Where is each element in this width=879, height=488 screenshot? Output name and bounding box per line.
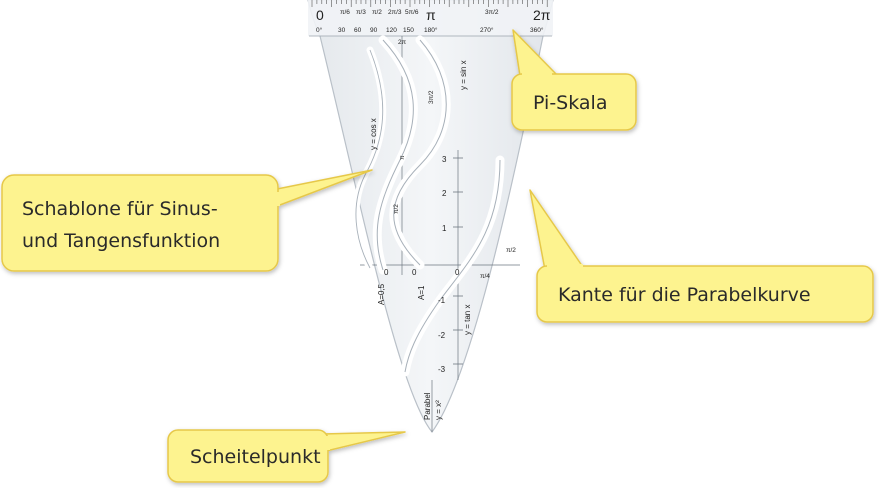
pi-label-pi3: π/3: [356, 9, 366, 16]
pi-label-2pi: 2π: [533, 7, 551, 23]
deg-label-120: 120: [386, 27, 397, 34]
tick-label-m1: -1: [438, 296, 446, 305]
cos-label: y = cos x: [369, 118, 378, 150]
tangent-slot: [400, 155, 505, 377]
template-pi-label: π: [399, 155, 406, 160]
deg-label-180: 180°: [424, 26, 438, 34]
template-zero-b: 0: [412, 268, 417, 277]
parabola-eq-label: y = x²: [434, 400, 443, 420]
pi-label-3pi2: 3π/2: [485, 9, 499, 16]
callout-sine-template: [1, 169, 373, 272]
amplitude-b-label: A=1: [417, 285, 426, 300]
sine-cosine-slots: [352, 35, 451, 275]
parabola-label: Parabel: [423, 392, 432, 420]
amplitude-a-label: A=0,5: [377, 283, 386, 305]
template-zero-c: 0: [455, 268, 460, 277]
deg-label-60: 60: [354, 27, 362, 34]
deg-label-270: 270°: [480, 26, 494, 34]
callout-pi-scale: [511, 29, 637, 131]
pi-label-pi6: π/6: [340, 9, 350, 16]
sin-label: y = sin x: [459, 60, 468, 90]
template-pi2-label: π/2: [393, 204, 400, 214]
pi-scale-ticks: [311, 0, 548, 7]
template-2pi-label: 2π: [398, 39, 407, 46]
pi-scale-labels: 0 π/6 π/3 π/2 2π/3 5π/6 π 3π/2 2π 0° 30 …: [316, 7, 551, 34]
deg-label-90: 90: [370, 27, 378, 34]
pi-label-0: 0: [316, 7, 324, 23]
callout-parabola-edge: [529, 189, 874, 323]
callout-vertex-text: Scheitelpunkt: [190, 446, 321, 468]
deg-label-0: 0°: [316, 26, 323, 34]
callout-sine-text-line1: Schablone für Sinus-: [22, 198, 218, 220]
template-pi2-x-label: π/2: [506, 247, 516, 254]
deg-label-30: 30: [338, 27, 346, 34]
pi-label-2pi3: 2π/3: [388, 9, 402, 16]
tick-label-1: 1: [442, 224, 447, 233]
callout-vertex: [167, 429, 406, 483]
callout-parabola-text: Kante für die Parabelkurve: [558, 284, 811, 306]
tan-label: y = tan x: [463, 305, 472, 335]
tick-label-m2: -2: [438, 331, 446, 340]
template-pi4-label: π/4: [480, 273, 490, 280]
callout-sine-text-line2: und Tangensfunktion: [22, 230, 220, 252]
callout-pi-scale-text: Pi-Skala: [533, 92, 607, 114]
template-body: [307, 0, 554, 433]
pi-label-pi2: π/2: [372, 9, 382, 16]
template-zero-a: 0: [384, 268, 389, 277]
axis-ticks: [453, 157, 463, 365]
pi-label-5pi6: 5π/6: [405, 9, 419, 16]
tick-label-2: 2: [442, 189, 447, 198]
deg-label-150: 150: [403, 27, 414, 34]
pi-label-pi: π: [426, 7, 436, 23]
template-labels: y = cos x y = sin x y = tan x A=0,5 A=1 …: [369, 39, 516, 420]
deg-label-360: 360°: [530, 26, 544, 34]
tick-label-3: 3: [442, 155, 447, 164]
tick-label-m3: -3: [438, 365, 446, 374]
template-3pi2-label: 3π/2: [428, 90, 435, 104]
